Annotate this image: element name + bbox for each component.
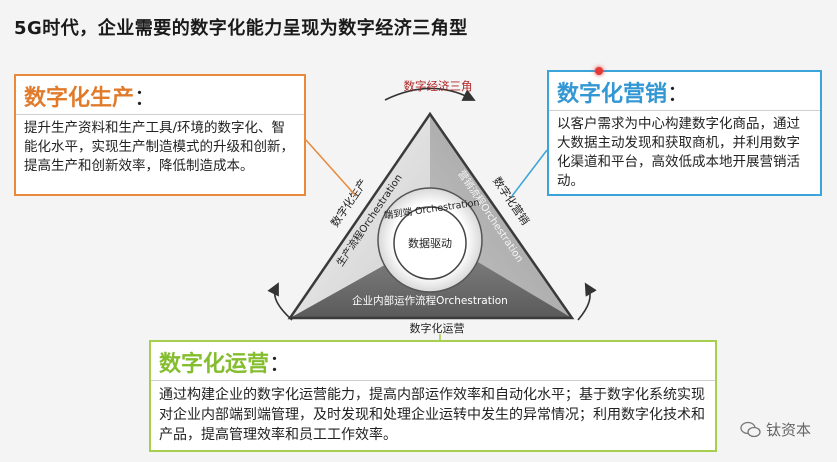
marketing-colon: ： [667, 82, 690, 107]
center-label: 数据驱动 [408, 236, 452, 250]
watermark-text: 钛资本 [765, 421, 811, 439]
production-body: 提升生产资料和生产工具/环境的数字化、智能化水平，实现生产制造模式的升级和创新，… [16, 114, 304, 182]
left-cycle-arrow [267, 282, 293, 321]
operations-colon: ： [269, 352, 292, 377]
bottom-outer-label: 数字化运营 [410, 321, 465, 335]
marketing-callout: 数字化营销： 以客户需求为中心构建数字化商品，通过大数据主动发现和获取商机，并利… [547, 70, 822, 196]
wechat-icon [740, 421, 762, 439]
production-colon: ： [134, 86, 157, 111]
operations-body: 通过构建企业的数字化运营能力，提高内部运作效率和自动化水平；基于数字化系统实现对… [151, 380, 715, 451]
top-cycle-arrow [384, 87, 476, 101]
triangle-top-label: 数字经济三角 [404, 79, 473, 93]
watermark: 钛资本 [740, 419, 811, 440]
operations-callout: 数字化运营： 通过构建企业的数字化运营能力，提高内部运作效率和自动化水平；基于数… [149, 340, 717, 452]
triangle-outline [287, 111, 575, 320]
production-callout: 数字化生产： 提升生产资料和生产工具/环境的数字化、智能化水平，实现生产制造模式… [14, 74, 306, 196]
right-cycle-arrow [577, 282, 597, 321]
operations-heading: 数字化运营 [159, 352, 270, 377]
pointer-dot [595, 67, 603, 75]
data-core-circle [393, 206, 467, 280]
page-title: 5G时代，企业需要的数字化能力呈现为数字经济三角型 [14, 18, 468, 39]
marketing-body: 以客户需求为中心构建数字化商品，通过大数据主动发现和获取商机，并利用数字化渠道和… [549, 110, 820, 197]
bottom-inner-label: 企业内部运作流程Orchestration [352, 294, 508, 307]
production-heading: 数字化生产 [24, 86, 135, 111]
marketing-heading: 数字化营销 [557, 82, 668, 107]
